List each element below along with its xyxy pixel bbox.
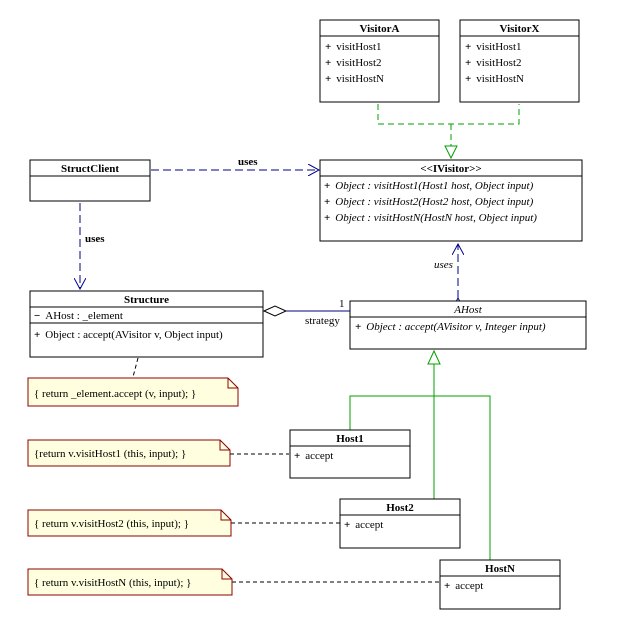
operation: Object : visitHost1(Host1 host, Object i… xyxy=(335,180,533,192)
label-uses-client-structure: uses xyxy=(85,233,105,245)
svg-text:+accept: + accept xyxy=(344,519,383,531)
class-hostn[interactable]: HostN + accept xyxy=(439,559,561,610)
class-hostn-name: HostN xyxy=(485,563,515,575)
operation: Object : accept(AVisitor v, Integer inpu… xyxy=(366,321,546,333)
label-multiplicity: 1 xyxy=(339,298,345,310)
svg-text:+Object : visitHost1(Host1 hos: + Object : visitHost1(Host1 host, Object … xyxy=(324,180,534,192)
realization-visitors xyxy=(377,104,520,146)
svg-text:+Object : accept(AVisitor v, O: + Object : accept(AVisitor v, Object inpu… xyxy=(34,329,223,341)
operation: visitHostN xyxy=(476,73,524,85)
svg-text:+visitHostN: + visitHostN xyxy=(325,73,384,85)
svg-text:+Object : visitHostN(HostN hos: + Object : visitHostN(HostN host, Object … xyxy=(324,212,537,224)
realization-triangle-ahost xyxy=(427,349,441,365)
svg-text:+visitHost1: + visitHost1 xyxy=(325,41,382,53)
class-visitorx[interactable]: VisitorX + visitHost1 + visitHost2 + visitH… xyxy=(459,19,580,103)
svg-text:−AHost : _element: −AHost : _element xyxy=(34,310,123,322)
operation: accept xyxy=(305,450,333,462)
class-visitora-name: VisitorA xyxy=(360,23,400,35)
operation: accept xyxy=(455,580,483,592)
label-role-strategy: strategy xyxy=(305,315,340,327)
public-icon: + xyxy=(324,180,330,192)
note-host2-text: { return v.visitHost2 (this, input); } xyxy=(34,518,189,530)
note-structure[interactable]: { return _element.accept (v, input); } xyxy=(27,377,239,407)
operation: visitHost2 xyxy=(336,57,381,69)
public-icon: + xyxy=(444,580,450,592)
aggregation-structure-ahost xyxy=(262,305,350,317)
public-icon: + xyxy=(34,329,40,341)
public-icon: + xyxy=(325,73,331,85)
svg-text:+Object : accept(AVisitor v,: + Object : accept(AVisitor v, Integer inp… xyxy=(355,321,546,333)
public-icon: + xyxy=(325,57,331,69)
class-visitorx-name: VisitorX xyxy=(500,23,540,35)
operation: accept xyxy=(355,519,383,531)
svg-text:+visitHost2: + visitHost2 xyxy=(325,57,382,69)
note-anchors xyxy=(132,357,439,583)
operation: Object : visitHostN(HostN host, Object i… xyxy=(335,212,537,224)
class-structclient-name: StructClient xyxy=(61,163,119,175)
public-icon: + xyxy=(355,321,361,333)
class-structure[interactable]: Structure −AHost : _element + Object : ac… xyxy=(29,290,264,358)
class-structure-name: Structure xyxy=(124,294,169,306)
class-host2-name: Host2 xyxy=(386,502,414,514)
public-icon: + xyxy=(465,57,471,69)
class-host1[interactable]: Host1 + accept xyxy=(289,429,411,479)
public-icon: + xyxy=(344,519,350,531)
label-uses-ahost-ivisitor: uses xyxy=(434,259,453,271)
operation: visitHost2 xyxy=(476,57,521,69)
public-icon: + xyxy=(325,41,331,53)
public-icon: + xyxy=(465,73,471,85)
label-uses-client-ivisitor: uses xyxy=(238,156,258,168)
operation: Object : accept(AVisitor v, Object input… xyxy=(45,329,223,341)
svg-text:+accept: + accept xyxy=(444,580,483,592)
private-icon: − xyxy=(34,310,40,322)
realization-triangle-ivisitor xyxy=(444,145,458,160)
class-ahost-name: AHost xyxy=(453,304,482,316)
operation: visitHost1 xyxy=(476,41,521,53)
class-host1-name: Host1 xyxy=(336,433,364,445)
attribute: AHost : _element xyxy=(45,310,123,322)
note-host2[interactable]: { return v.visitHost2 (this, input); } xyxy=(27,509,232,537)
class-host2[interactable]: Host2 + accept xyxy=(339,498,461,549)
public-icon: + xyxy=(465,41,471,53)
svg-text:+visitHost1: + visitHost1 xyxy=(465,41,522,53)
public-icon: + xyxy=(324,212,330,224)
note-structure-text: { return _element.accept (v, input); } xyxy=(34,388,196,400)
class-visitora[interactable]: VisitorA + visitHost1 + visitHost2 + visitH… xyxy=(319,19,440,103)
svg-text:+visitHostN: + visitHostN xyxy=(465,73,524,85)
class-ivisitor-name: <<IVisitor>> xyxy=(420,163,481,175)
operation: visitHost1 xyxy=(336,41,381,53)
realization-hosts xyxy=(349,364,491,560)
note-hostn-text: { return v.visitHostN (this, input); } xyxy=(34,577,191,589)
public-icon: + xyxy=(324,196,330,208)
svg-text:+accept: + accept xyxy=(294,450,333,462)
class-ahost[interactable]: AHost + Object : accept(AVisitor v, Integ… xyxy=(349,300,587,350)
operation: Object : visitHost2(Host2 host, Object i… xyxy=(335,196,533,208)
svg-text:+visitHost2: + visitHost2 xyxy=(465,57,522,69)
operation: visitHostN xyxy=(336,73,384,85)
public-icon: + xyxy=(294,450,300,462)
note-host1-text: {return v.visitHost1 (this, input); } xyxy=(34,448,186,460)
note-hostn[interactable]: { return v.visitHostN (this, input); } xyxy=(27,568,233,596)
class-structclient[interactable]: StructClient xyxy=(29,159,151,202)
svg-text:+Object : visitHost2(Host2 hos: + Object : visitHost2(Host2 host, Object … xyxy=(324,196,534,208)
note-host1[interactable]: {return v.visitHost1 (this, input); } xyxy=(27,439,231,467)
class-ivisitor[interactable]: <<IVisitor>> + Object : visitHost1(Host1 … xyxy=(319,159,583,242)
